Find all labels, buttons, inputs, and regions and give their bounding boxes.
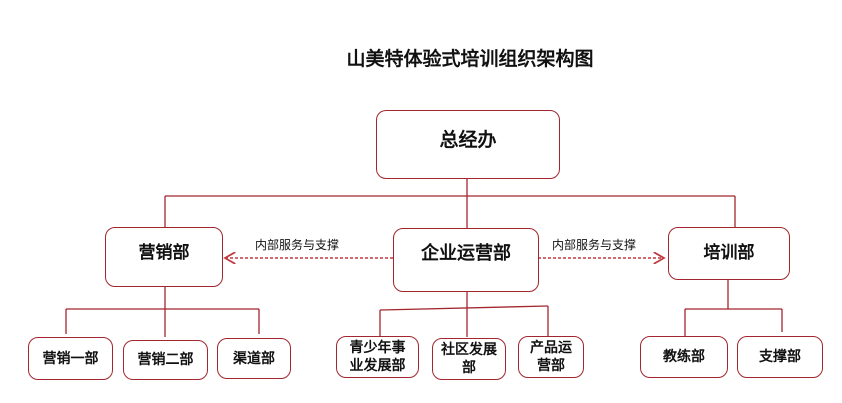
- node-training: 培训部: [668, 227, 790, 280]
- node-general-office: 总经办: [376, 110, 560, 179]
- node-coach: 教练部: [640, 336, 728, 378]
- node-operations: 企业运营部: [393, 228, 539, 292]
- node-product-operations: 产品运营部: [518, 336, 584, 378]
- node-marketing-1: 营销一部: [28, 337, 113, 380]
- node-community-development: 社区发展部: [432, 338, 506, 380]
- connector-operations-bar: [379, 305, 549, 311]
- node-marketing-2: 营销二部: [123, 340, 208, 380]
- node-marketing: 营销部: [105, 227, 223, 287]
- relation-label-right: 内部服务与支撑: [552, 238, 637, 252]
- node-support: 支撑部: [737, 336, 823, 378]
- node-youth-development: 青少年事业发展部: [336, 336, 419, 378]
- relation-label-left: 内部服务与支撑: [255, 238, 340, 252]
- node-channel: 渠道部: [217, 338, 291, 379]
- chart-title: 山美特体验式培训组织架构图: [346, 48, 594, 70]
